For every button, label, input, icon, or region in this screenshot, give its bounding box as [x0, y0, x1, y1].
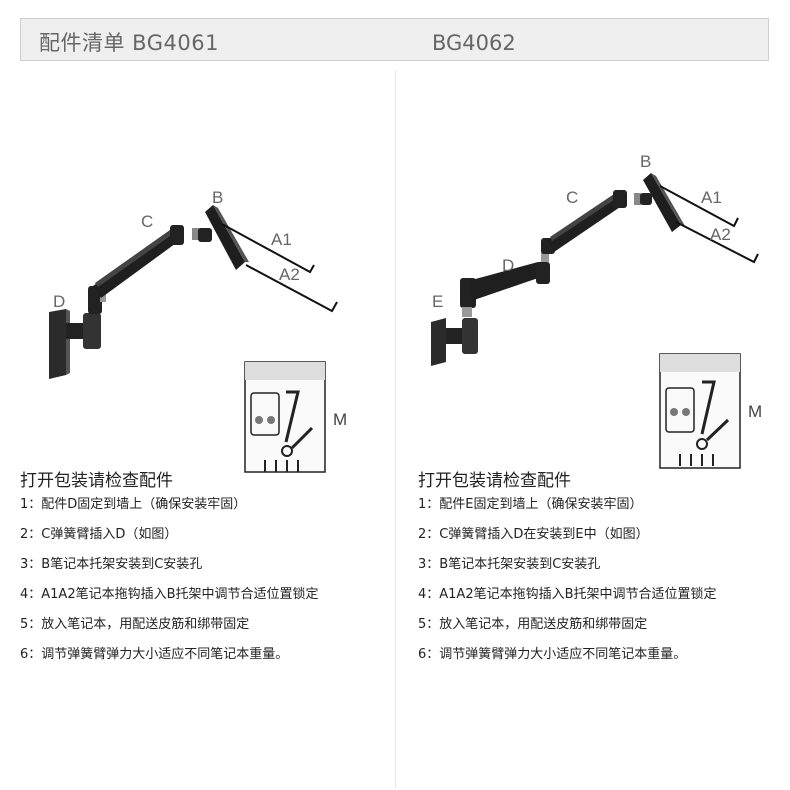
label-a2: A2: [279, 265, 300, 284]
accessory-box-m: [659, 353, 741, 469]
label-d: D: [53, 292, 66, 311]
label-a1: A1: [701, 188, 722, 207]
instruction-step: 2：C弹簧臂插入D（如图）: [20, 527, 178, 542]
wall-plate-e: [431, 318, 478, 366]
label-d: D: [502, 256, 515, 275]
label-e: E: [432, 292, 444, 311]
spring-arm-c: [541, 190, 627, 254]
instruction-step: 5：放入笔记本，用配送皮筋和绑带固定: [418, 617, 648, 632]
instruction-step: 2：C弹簧臂插入D在安装到E中（如图）: [418, 527, 649, 542]
accessory-box-m: [244, 361, 326, 473]
label-a1: A1: [271, 230, 292, 249]
spring-arm-c: [93, 225, 184, 298]
hook-a1: [659, 185, 739, 228]
wall-plate-d: [49, 309, 101, 379]
section-title-check: 打开包装请检查配件: [418, 471, 571, 491]
instruction-step: 4：A1A2笔记本拖钩插入B托架中调节合适位置锁定: [20, 587, 319, 602]
label-a2: A2: [710, 225, 731, 244]
header-bar: 配件清单 BG4061 BG4062: [20, 18, 769, 61]
instruction-list: 1：配件D固定到墙上（确保安装牢固） 2：C弹簧臂插入D（如图） 3：B笔记本托…: [20, 490, 319, 670]
label-m: M: [333, 410, 348, 429]
label-m: M: [748, 402, 763, 421]
instruction-step: 4：A1A2笔记本拖钩插入B托架中调节合适位置锁定: [418, 587, 717, 602]
column-divider: [395, 70, 396, 788]
panel-bg4062: B C D E A1 A2 M 打开包装请检查配件 1：配件E固定到墙上（确保安…: [398, 0, 788, 790]
section-title-check: 打开包装请检查配件: [20, 471, 173, 491]
instruction-step: 1：配件D固定到墙上（确保安装牢固）: [20, 497, 247, 512]
bg4062-arm-diagram: [431, 173, 759, 469]
instruction-step: 3：B笔记本托架安装到C安装孔: [20, 557, 203, 572]
hook-a2: [675, 221, 759, 264]
instruction-step: 5：放入笔记本，用配送皮筋和绑带固定: [20, 617, 250, 632]
instruction-step: 3：B笔记本托架安装到C安装孔: [418, 557, 601, 572]
extension-arm-d: [460, 248, 550, 317]
instruction-step: 6：调节弹簧臂弹力大小适应不同笔记本重量。: [20, 647, 289, 662]
tray-b: [634, 173, 685, 232]
instruction-step: 1：配件E固定到墙上（确保安装牢固）: [418, 497, 643, 512]
label-b: B: [640, 152, 652, 171]
hook-a1: [221, 223, 315, 274]
header-left-title: 配件清单 BG4061: [39, 31, 219, 55]
panel-bg4061: B C D A1 A2 M 打开包装请检查配件 1：配件D固定到墙上（确保安装牢…: [0, 0, 390, 790]
hook-a2: [245, 264, 338, 313]
bg4061-arm-diagram: [49, 205, 338, 473]
instruction-list: 1：配件E固定到墙上（确保安装牢固） 2：C弹簧臂插入D在安装到E中（如图） 3…: [418, 490, 717, 670]
label-c: C: [141, 212, 154, 231]
header-right-title: BG4062: [432, 31, 516, 55]
label-c: C: [566, 188, 579, 207]
label-b: B: [212, 188, 224, 207]
tray-b: [192, 205, 249, 270]
instruction-step: 6：调节弹簧臂弹力大小适应不同笔记本重量。: [418, 647, 687, 662]
